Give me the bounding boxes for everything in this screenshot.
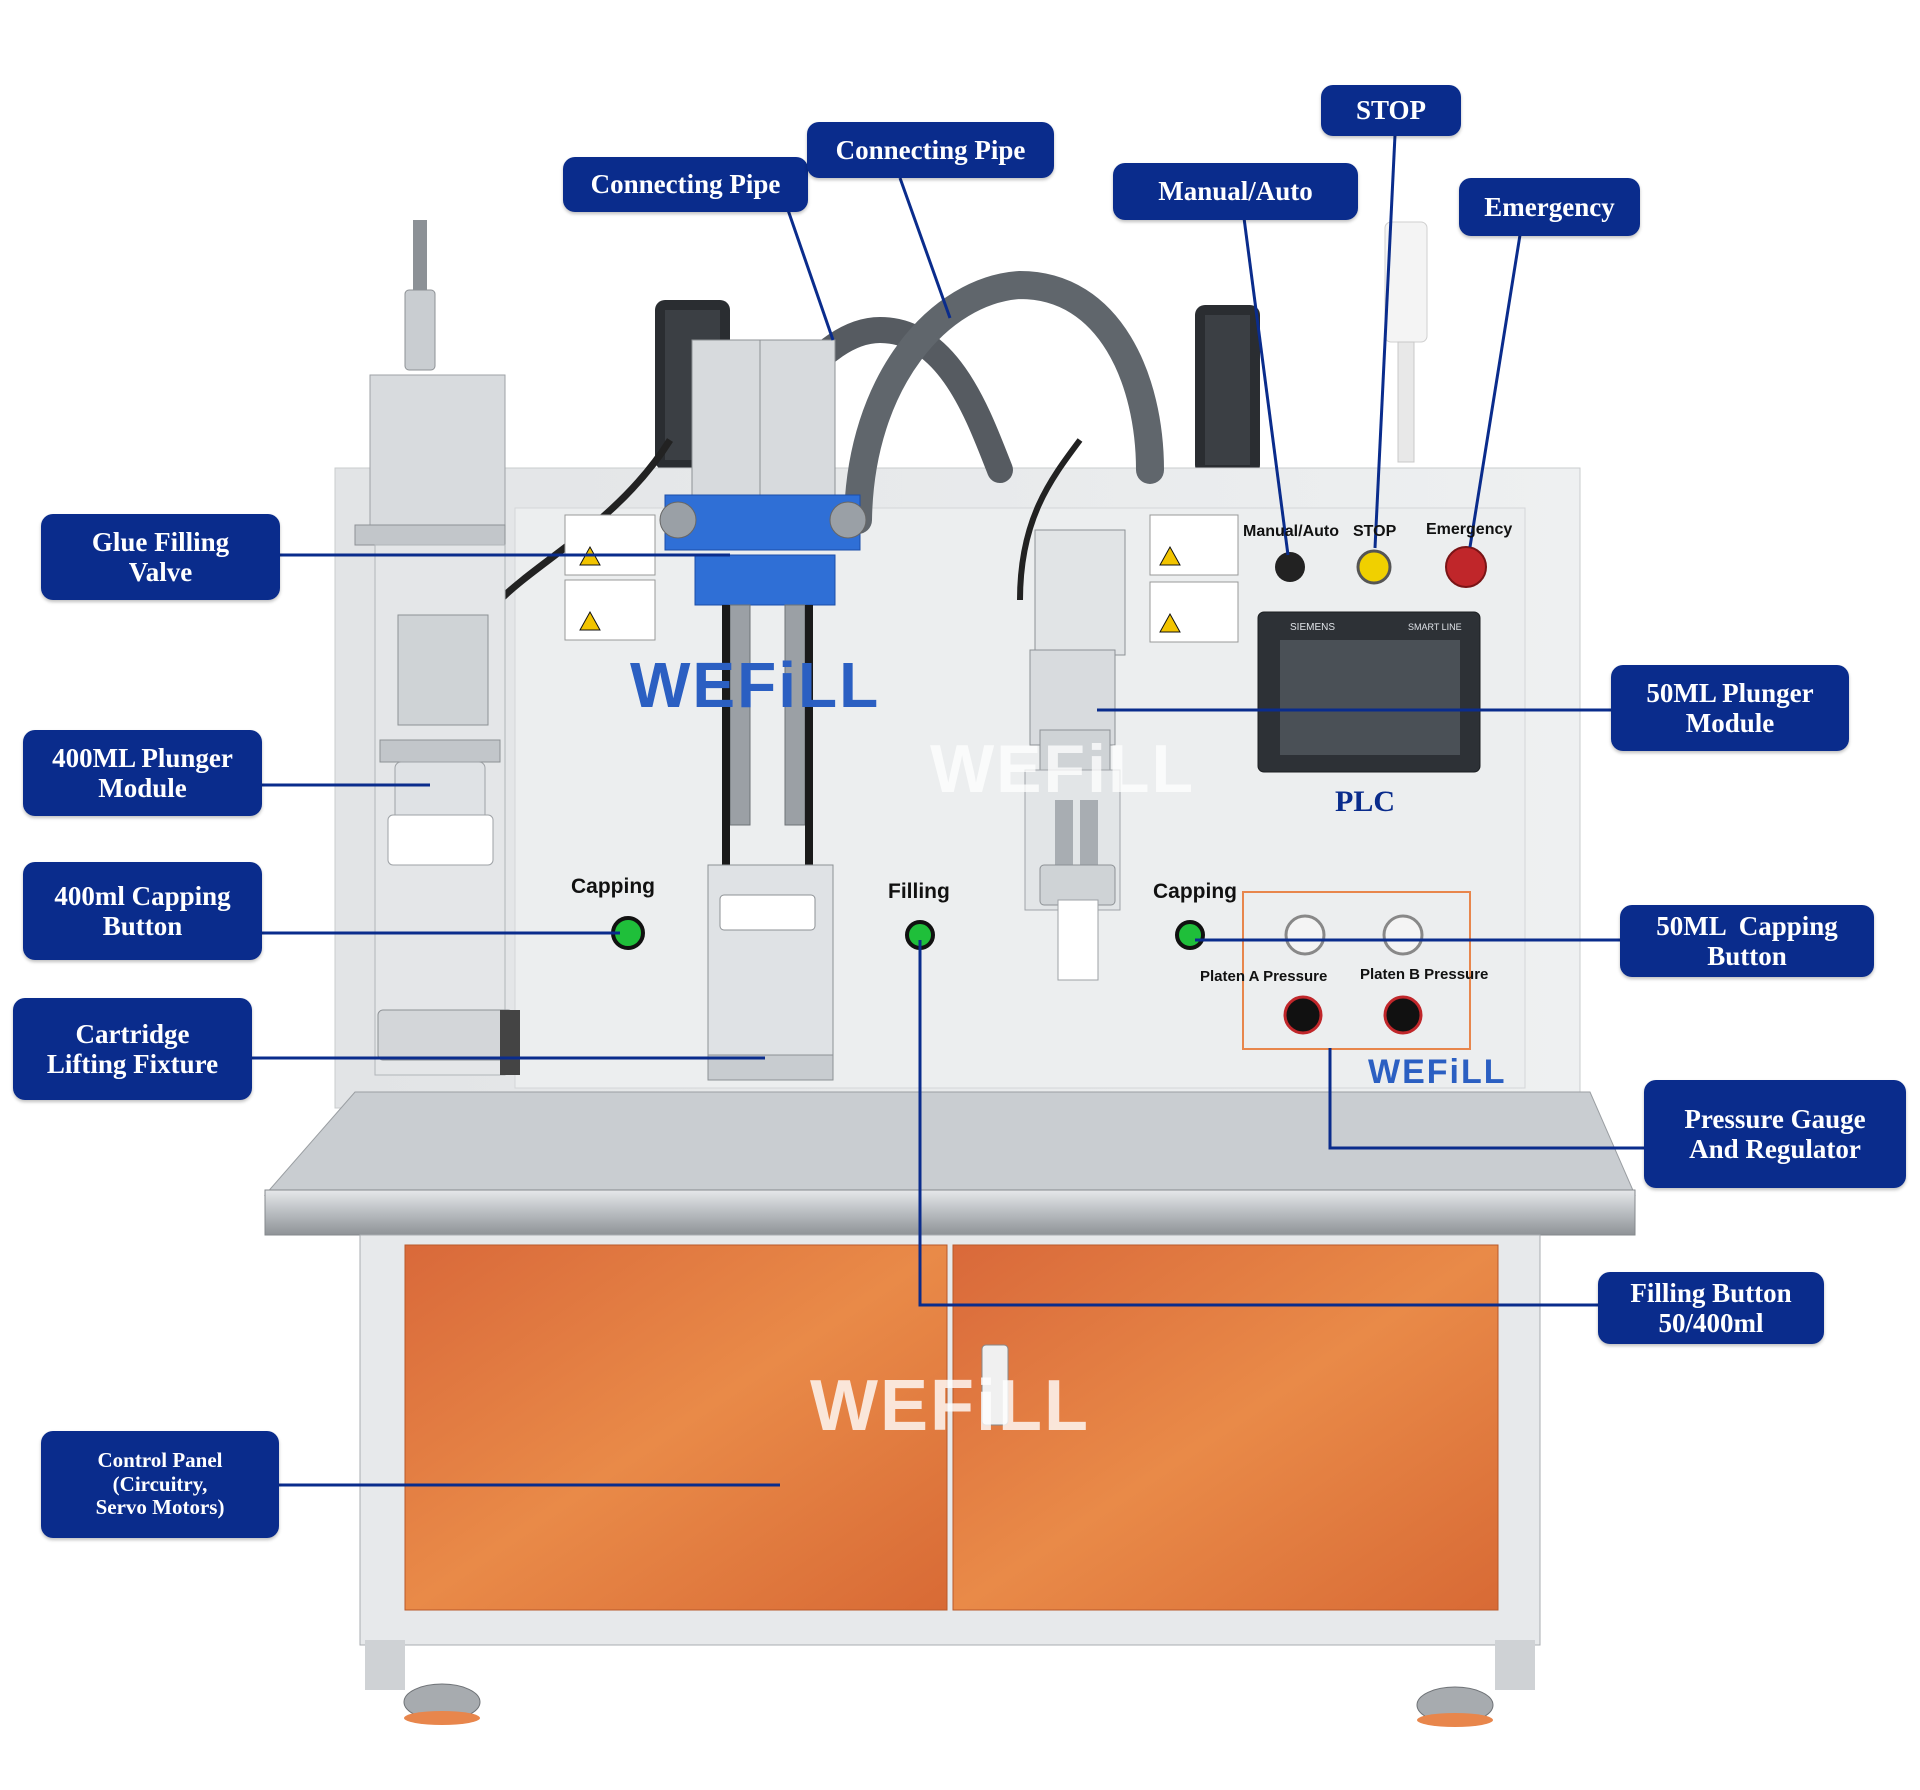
control-panel-cabinet (359, 1234, 1541, 1727)
platen-a-regulator[interactable] (1283, 995, 1323, 1035)
panel-label-capping-right: Capping (1153, 880, 1237, 903)
callout-manual-auto: Manual/Auto (1113, 163, 1358, 220)
leader-connecting-pipe-1 (786, 209, 835, 341)
pressure-gauge-frame (1242, 891, 1471, 1050)
callout-pressure-gauge-line-1: Pressure Gauge (1684, 1103, 1866, 1134)
callout-emergency: Emergency (1459, 178, 1640, 236)
brand-logo-watermark: WEFiLL (930, 731, 1196, 807)
platen-b-gauge (1382, 914, 1424, 956)
callout-connecting-pipe-2-text: Connecting Pipe (835, 134, 1026, 165)
callout-capping-50-line-2: Button (1707, 941, 1787, 971)
leader-emergency (1468, 234, 1522, 548)
panel-label-emergency: Emergency (1426, 521, 1513, 538)
callout-glue-filling-valve: Glue Filling Valve (41, 514, 280, 600)
back-panel (334, 467, 1581, 1109)
warning-stickers-left (564, 514, 656, 641)
panel-label-platen-b: Platen B Pressure (1360, 966, 1489, 983)
callout-plunger-50-line-2: Module (1685, 708, 1775, 738)
callout-plunger-400-line-2: Module (98, 773, 187, 803)
callout-stop-text: STOP (1355, 95, 1427, 126)
panel-label-capping-left: Capping (571, 875, 655, 898)
panel-label-stop: STOP (1353, 523, 1397, 540)
glue-rods (722, 604, 813, 865)
plunger-module-400ml (354, 220, 520, 1076)
callout-plunger-50-line-1: 50ML Plunger (1646, 677, 1814, 708)
leader-filling-button (918, 940, 1598, 1307)
callout-control-panel: Control Panel (Circuitry, Servo Motors) (41, 1431, 279, 1538)
callout-capping-400-line-2: Button (102, 911, 183, 941)
signal-light-tower (1384, 221, 1428, 463)
callout-plunger-400: 400ML Plunger Module (23, 730, 262, 816)
callout-emergency-text: Emergency (1484, 191, 1615, 222)
connecting-pipe-hose-2 (844, 270, 1164, 534)
brand-logo-small: WEFiLL (1368, 1053, 1507, 1091)
panel-label-manual-auto: Manual/Auto (1243, 523, 1339, 540)
callout-glue-filling-valve-line-2: Valve (128, 557, 193, 587)
manual-auto-switch[interactable] (1275, 552, 1305, 582)
hmi-line: SMART LINE (1408, 622, 1462, 632)
panel-label-platen-a: Platen A Pressure (1200, 968, 1328, 985)
callout-capping-400-line-1: 400ml Capping (54, 880, 231, 911)
callout-cartridge-lifting-line-1: Cartridge (75, 1018, 190, 1049)
callout-control-panel-line-1: Control Panel (97, 1448, 223, 1473)
leader-manual-auto (1242, 217, 1290, 556)
brand-logo-cabinet: WEFiLL (810, 1366, 1090, 1446)
callout-capping-50-line-1: 50ML Capping (1656, 910, 1838, 941)
stop-button[interactable] (1356, 549, 1392, 585)
plc-label: PLC (1335, 785, 1395, 818)
plunger-module-50ml (1024, 529, 1126, 981)
callout-pressure-gauge: Pressure Gauge And Regulator (1644, 1080, 1906, 1188)
callout-pressure-gauge-line-2: And Regulator (1689, 1134, 1861, 1164)
hmi-brand: SIEMENS (1290, 622, 1336, 633)
leader-lines (252, 134, 1644, 1487)
callout-control-panel-line-2: (Circuitry, (112, 1471, 208, 1496)
callout-connecting-pipe-2: Connecting Pipe (807, 122, 1054, 178)
callout-filling-button-line-2: 50/400ml (1658, 1308, 1764, 1338)
callout-stop: STOP (1321, 85, 1461, 136)
cable-chain-right (1195, 305, 1260, 475)
callout-filling-button-line-1: Filling Button (1630, 1277, 1792, 1308)
table-top (263, 1091, 1636, 1196)
table-edge (264, 1189, 1636, 1236)
callout-control-panel-line-3: Servo Motors) (95, 1495, 225, 1520)
callout-capping-50: 50ML Capping Button (1620, 905, 1874, 977)
emergency-button[interactable] (1445, 546, 1487, 588)
capping-button-50ml[interactable] (1175, 920, 1205, 950)
cartridge-lifting-fixture (707, 864, 834, 1081)
warning-stickers-right (1149, 514, 1239, 643)
callout-cartridge-lifting-line-2: Lifting Fixture (46, 1049, 219, 1079)
panel-label-filling: Filling (888, 880, 950, 903)
plc-touchscreen (1257, 611, 1481, 773)
leader-pressure-gauge (1328, 1048, 1644, 1150)
callout-connecting-pipe-1-text: Connecting Pipe (590, 169, 781, 200)
leader-stop (1373, 134, 1397, 549)
platen-b-regulator[interactable] (1383, 995, 1423, 1035)
brand-logo-upper: WEFiLL (630, 649, 881, 721)
callout-manual-auto-text: Manual/Auto (1158, 176, 1313, 207)
callout-plunger-400-line-1: 400ML Plunger (52, 742, 233, 773)
callout-glue-filling-valve-line-1: Glue Filling (91, 526, 230, 557)
callout-connecting-pipe-1: Connecting Pipe (563, 157, 808, 212)
callout-filling-button: Filling Button 50/400ml (1598, 1272, 1824, 1344)
air-cable-right (1017, 438, 1083, 601)
callout-cartridge-lifting: Cartridge Lifting Fixture (13, 998, 252, 1100)
callout-plunger-50: 50ML Plunger Module (1611, 665, 1849, 751)
platen-a-gauge (1284, 914, 1326, 956)
callout-capping-400: 400ml Capping Button (23, 862, 262, 960)
leader-connecting-pipe-2 (898, 177, 952, 319)
glue-filling-valve (659, 339, 867, 606)
